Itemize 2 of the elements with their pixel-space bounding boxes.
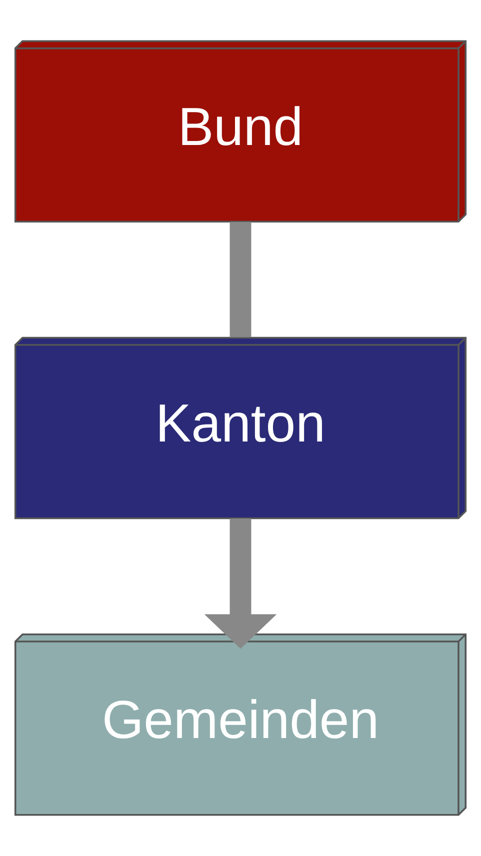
arrow	[204, 518, 277, 649]
connector	[230, 222, 252, 338]
